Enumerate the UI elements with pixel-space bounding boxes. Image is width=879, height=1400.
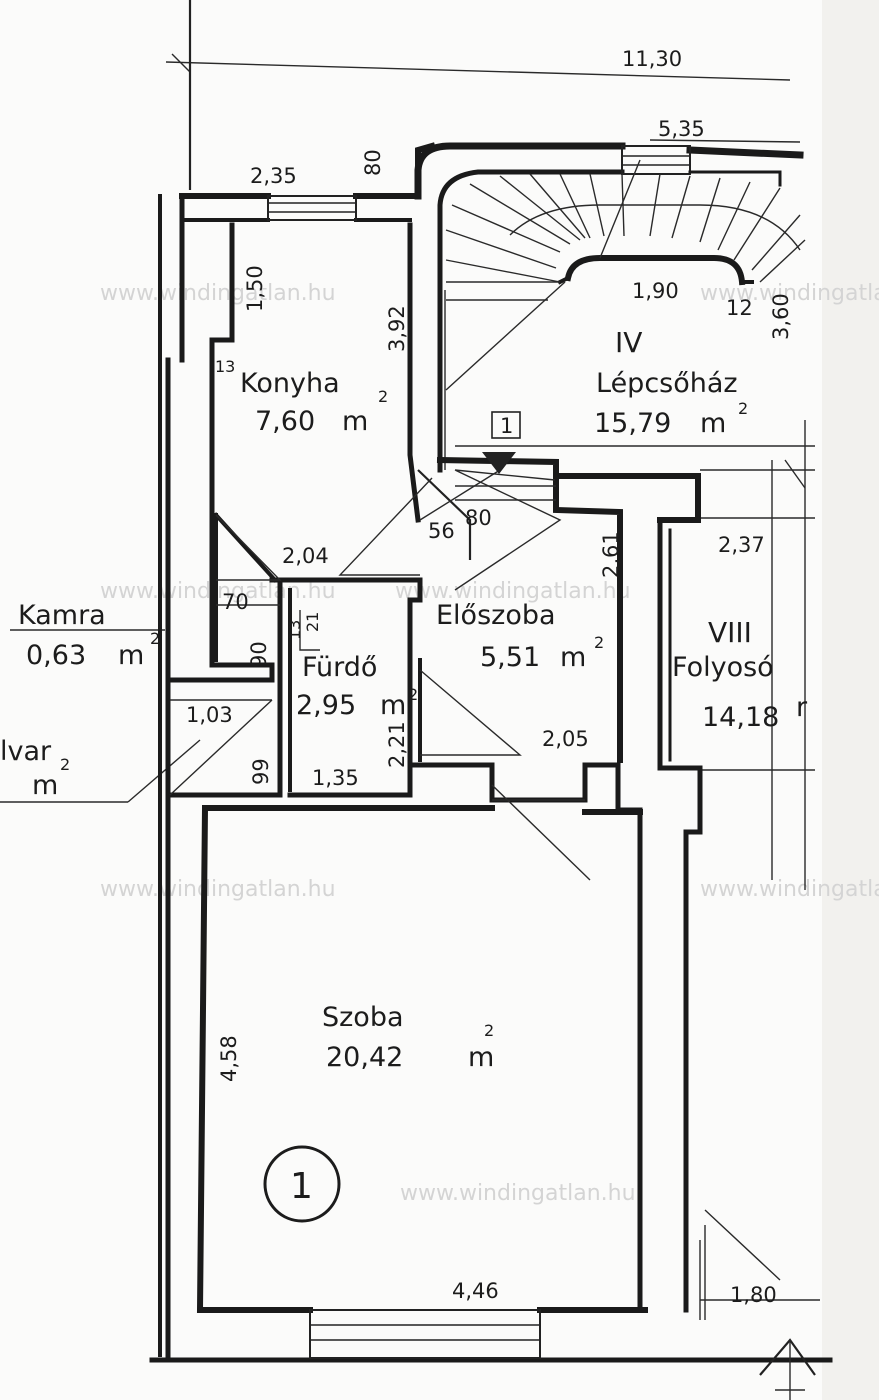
kamra-area: 0,63 [26,640,86,671]
dim-hall-w: 2,04 [282,544,329,568]
dim-room-w: 4,46 [452,1279,499,1303]
dimension-labels: 11,30 5,35 2,35 80 1,50 3,92 1,90 12 3,6… [186,47,793,1307]
dim-door-80: 80 [465,506,492,530]
dim-180: 1,80 [730,1283,777,1307]
stair-marker-box [491,411,521,439]
lepcsohaz-unit: m [700,408,726,439]
eloszoba-area: 5,51 [480,642,540,673]
dim-stair-width: 5,35 [658,117,705,141]
dim-hall-h: 2,61 [599,531,623,578]
konyha-sup: 2 [378,387,388,406]
eloszoba-unit: m [560,642,586,673]
dim-kamra-90: 90 [247,641,271,668]
folyoso-roman: VIII [708,616,752,649]
furdo-area: 2,95 [296,690,356,721]
folyoso-area: 14,18 [702,702,779,733]
unit-number-circle [263,1145,341,1223]
dim-kitchen-h2: 3,92 [385,305,409,352]
lepcsohaz-area: 15,79 [594,408,671,439]
lepcsohaz-roman: IV [615,326,642,359]
udvar-unit: m [32,770,58,801]
unit-number: 1 [290,1166,313,1207]
furdo-name: Fürdő [302,652,377,683]
watermark: www.windingatlan.hu [100,877,336,902]
folyoso-unit: r [796,692,808,723]
dim-top: 11,30 [622,47,682,71]
watermark: www.windingatlan.hu [700,281,879,306]
dim-205: 2,05 [542,727,589,751]
kamra-unit: m [118,640,144,671]
kamra-name: Kamra [18,600,106,631]
dim-103: 1,03 [186,703,233,727]
watermark: www.windingatlan.hu [400,1181,636,1206]
udvar-sup: 2 [60,755,70,774]
konyha-unit: m [342,406,368,437]
dim-window: 2,35 [250,164,297,188]
szoba-area: 20,42 [326,1042,403,1073]
dim-80: 80 [361,149,385,176]
dim-bath-135: 1,35 [312,766,359,790]
watermark: www.windingatlan.hu [700,877,879,902]
szoba-sup: 2 [484,1021,494,1040]
kamra-sup: 2 [150,629,160,648]
dim-stair-h: 3,60 [769,293,793,340]
stair-marker: 1 [500,414,513,438]
udvar-name: lvar [0,736,52,767]
szoba-unit: m [468,1042,494,1073]
walls [149,142,833,1400]
eloszoba-name: Előszoba [436,600,556,631]
konyha-area: 7,60 [255,406,315,437]
furdo-number-2: 21 [303,612,322,632]
paper-edge [822,0,879,1400]
dim-room-h: 4,58 [217,1035,241,1082]
stair-treads [444,159,806,470]
furdo-unit: m [380,690,406,721]
konyha-name: Konyha [240,368,340,399]
furdo-number: 13 [285,620,304,640]
direction-arrow-icon [482,452,516,474]
watermark: www.windingatlan.hu [395,579,631,604]
lepcsohaz-name: Lépcsőház [596,368,738,399]
dimension-lines [0,0,815,1320]
folyoso-name: Folyosó [672,652,774,683]
dim-kitchen-h: 1,50 [243,265,267,312]
furdo-sup: 2 [408,685,418,704]
room-labels: 13 Konyha 2 7,60 m IV Lépcsőház 15,79 m … [0,326,808,1223]
watermark: www.windingatlan.hu [100,281,336,306]
szoba-name: Szoba [322,1002,404,1033]
eloszoba-sup: 2 [594,633,604,652]
dim-door-56: 56 [428,519,455,543]
lepcsohaz-sup: 2 [738,399,748,418]
dim-bath-221: 2,21 [385,721,409,768]
dim-corr-w: 2,37 [718,533,765,557]
dim-stair-12: 12 [726,296,753,320]
dim-bath-99: 99 [249,758,273,785]
dim-stair-inner: 1,90 [632,279,679,303]
konyha-number: 13 [215,357,235,376]
dim-kamra-70: 70 [222,590,249,614]
